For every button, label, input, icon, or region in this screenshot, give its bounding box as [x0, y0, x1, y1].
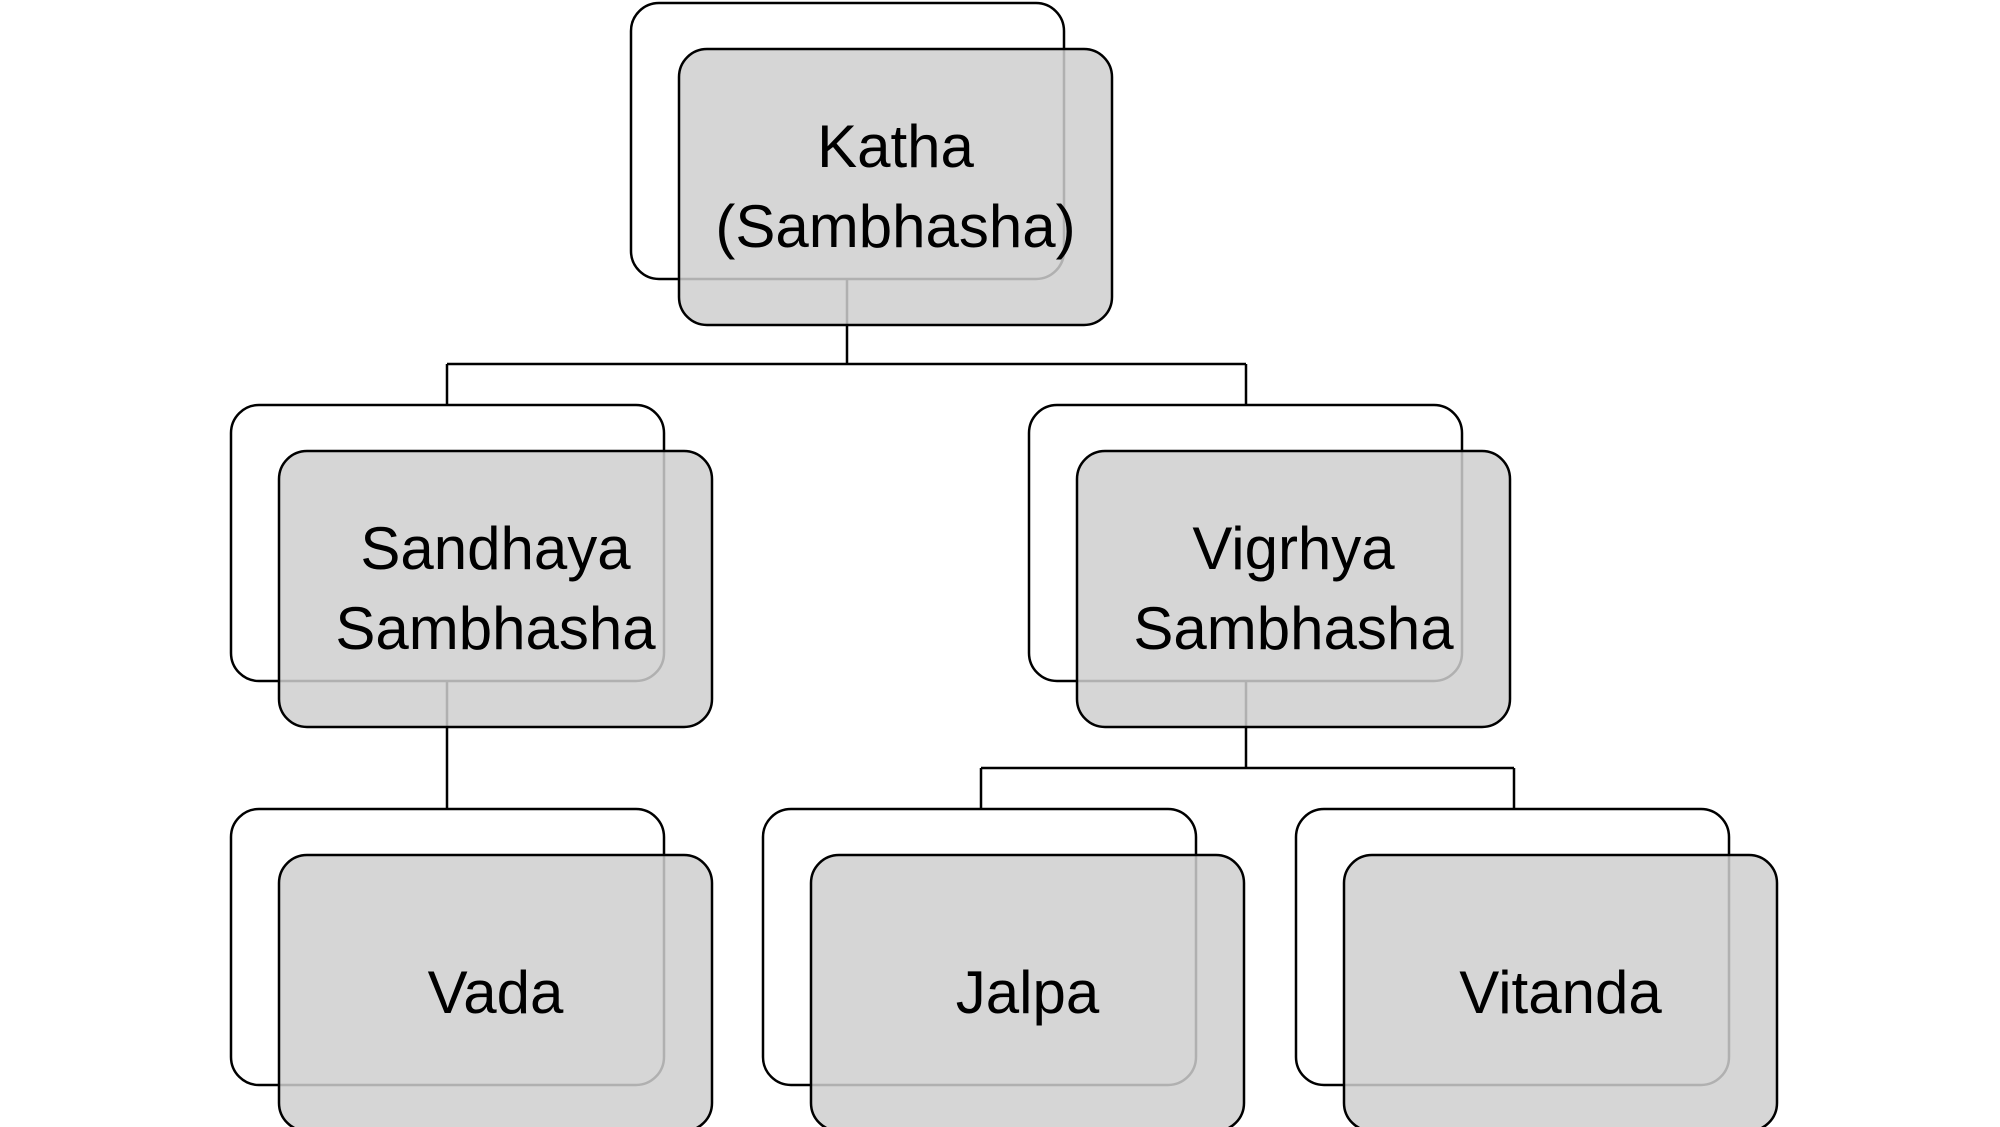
node-vigrhya-sambhasha: Vigrhya Sambhasha [1133, 515, 1454, 662]
node-vada: Vada [427, 959, 564, 1026]
node-katha-box [677, 47, 1114, 327]
node-sandhaya-box [277, 449, 714, 729]
node-katha: Katha (Sambhasha) [715, 113, 1076, 260]
node-vitanda-box [1342, 853, 1779, 1127]
node-jalpa: Jalpa [955, 959, 1100, 1026]
node-vitanda: Vitanda [1459, 959, 1662, 1026]
node-vigrhya-box [1075, 449, 1512, 729]
node-sandhaya-sambhasha: Sandhaya Sambhasha [335, 515, 656, 662]
node-jalpa-box [809, 853, 1246, 1127]
node-vada-box [277, 853, 714, 1127]
